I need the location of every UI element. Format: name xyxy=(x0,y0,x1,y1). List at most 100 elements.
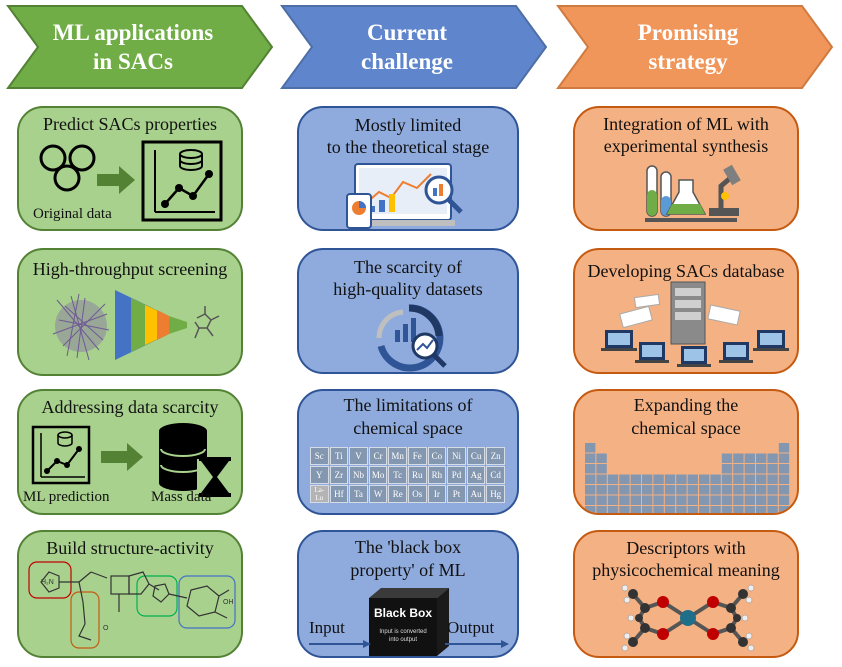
card-data-quality: The scarcity of high-quality datasets xyxy=(297,248,519,374)
black-box-subtitle: Input is converted into output xyxy=(369,628,437,644)
element-cell xyxy=(767,485,778,495)
card-title: High-throughput screening xyxy=(32,259,228,279)
element-cell xyxy=(721,453,733,463)
black-box-title: Black Box xyxy=(373,606,433,620)
element-cell xyxy=(756,485,767,495)
card-title-line-1: Integration of ML with xyxy=(603,114,769,134)
element-cell xyxy=(676,485,687,495)
svg-text:OH: OH xyxy=(223,599,234,606)
element-cell: Fe xyxy=(408,447,427,465)
element-cell xyxy=(721,474,733,484)
element-cell xyxy=(699,485,710,495)
svg-text:O: O xyxy=(103,625,109,632)
dataset-analysis-icon xyxy=(376,304,447,372)
lab-equipment-icon xyxy=(645,164,741,222)
element-cell xyxy=(642,506,653,513)
element-cell xyxy=(607,495,619,505)
card-title-line-1: The scarcity of xyxy=(354,257,462,277)
output-label: Output xyxy=(447,618,495,637)
header-arrow-shape xyxy=(556,5,834,89)
card-title: Developing SACs database xyxy=(587,261,785,281)
funnel-screening-icon xyxy=(52,290,220,361)
element-cell: Y xyxy=(310,466,329,484)
card-ml-experiment: Integration of ML with experimental synt… xyxy=(573,106,799,231)
element-cell xyxy=(710,495,721,505)
element-cell xyxy=(744,506,755,513)
card-title-line-2: experimental synthesis xyxy=(603,136,769,156)
header-line-2: in SACs xyxy=(93,49,173,74)
element-cell xyxy=(585,495,596,505)
card-title-line-1: The 'black box xyxy=(354,537,462,557)
element-cell xyxy=(653,474,664,484)
element-cell xyxy=(778,453,790,463)
element-cell: Pd xyxy=(447,466,466,484)
element-cell: Zr xyxy=(329,466,349,484)
card-title-line-2: chemical space xyxy=(631,418,741,438)
element-cell xyxy=(630,506,641,513)
element-cell xyxy=(642,485,653,495)
element-cell xyxy=(756,464,767,474)
element-cell xyxy=(699,506,710,513)
element-cell: Ti xyxy=(329,447,349,465)
element-cell xyxy=(744,485,755,495)
black-box-diagram xyxy=(309,588,509,656)
element-cell xyxy=(744,464,755,474)
element-cell xyxy=(699,474,710,484)
element-cell xyxy=(721,495,733,505)
element-cell: Ag xyxy=(466,466,486,484)
element-cell xyxy=(642,474,653,484)
analytics-dashboard-icon xyxy=(346,163,463,229)
element-cell xyxy=(733,485,744,495)
element-cell xyxy=(756,453,767,463)
element-cell: Cd xyxy=(486,466,505,484)
element-cell: Au xyxy=(466,485,486,503)
element-cell xyxy=(710,506,721,513)
element-cell: Cr xyxy=(368,447,388,465)
element-cell xyxy=(733,506,744,513)
card-title-line-2: physicochemical meaning xyxy=(592,560,780,580)
card-title: Build structure-activity xyxy=(46,538,214,558)
element-cell xyxy=(676,495,687,505)
card-title-line-1: The limitations of xyxy=(343,395,473,415)
full-periodic-table-icon xyxy=(585,443,790,513)
card-data-scarcity: Addressing data scarcity ML prediction M… xyxy=(17,389,243,515)
element-cell xyxy=(585,474,596,484)
card-high-throughput: High-throughput screening xyxy=(17,248,243,376)
element-cell xyxy=(767,453,778,463)
element-cell xyxy=(710,485,721,495)
element-cell xyxy=(596,495,607,505)
element-cell xyxy=(619,485,630,495)
element-cell xyxy=(596,506,607,513)
element-cell: Ni xyxy=(447,447,466,465)
element-cell xyxy=(756,506,767,513)
element-cell xyxy=(676,506,687,513)
element-cell: Sc xyxy=(310,447,329,465)
element-cell: Pt xyxy=(447,485,466,503)
card-title-line-2: to the theoretical stage xyxy=(326,137,490,157)
card-title-line-2: high-quality datasets xyxy=(333,279,483,299)
element-cell xyxy=(607,485,619,495)
svg-text:H₂N: H₂N xyxy=(41,579,54,586)
data-to-model-icon xyxy=(39,140,223,222)
element-cell xyxy=(767,474,778,484)
element-cell: Cu xyxy=(466,447,486,465)
element-cell xyxy=(733,474,744,484)
element-cell xyxy=(585,485,596,495)
element-cell xyxy=(585,453,596,463)
card-database: Developing SACs database xyxy=(573,248,799,374)
card-theoretical-stage: Mostly limited to the theoretical stage xyxy=(297,106,519,231)
element-cell xyxy=(664,506,676,513)
element-cell xyxy=(710,474,721,484)
element-cell xyxy=(687,474,698,484)
element-cell xyxy=(642,495,653,505)
element-cell xyxy=(596,474,607,484)
element-cell xyxy=(596,485,607,495)
card-structure-activity: Build structure-activity H₂N O OH xyxy=(17,530,243,658)
element-cell xyxy=(733,464,744,474)
black-box-subtitle-line-1: Input is converted xyxy=(379,629,427,635)
element-cell xyxy=(721,464,733,474)
black-box-subtitle-line-2: into output xyxy=(388,637,418,643)
element-cell xyxy=(630,485,641,495)
